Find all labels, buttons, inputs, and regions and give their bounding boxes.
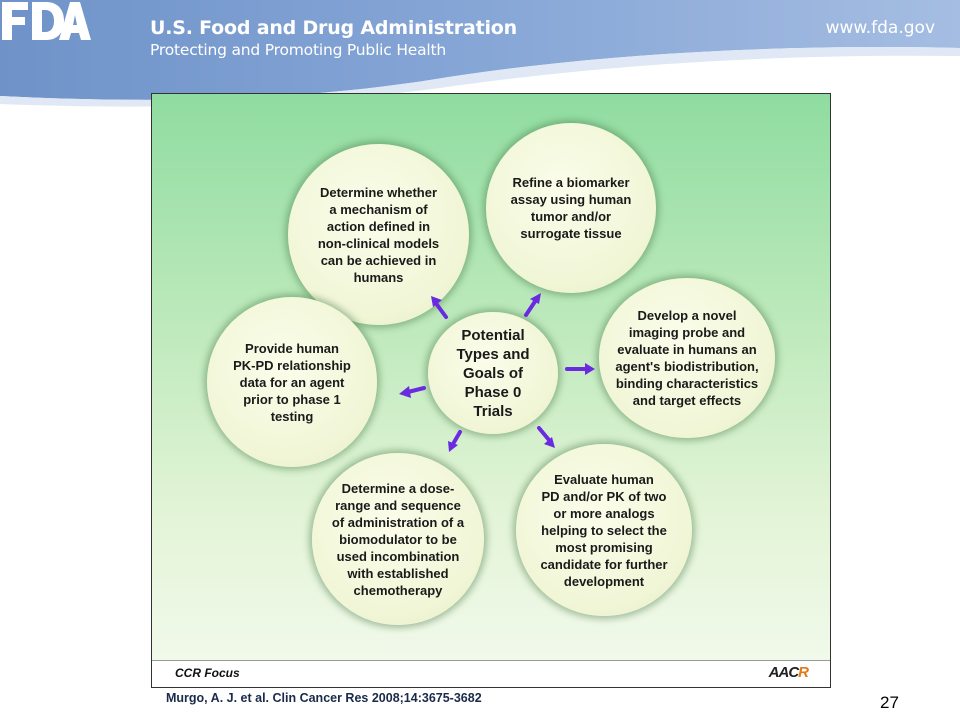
- agency-tagline: Protecting and Promoting Public Health: [150, 41, 447, 59]
- phase0-figure: Determine whether a mechanism of action …: [151, 93, 831, 688]
- arrow-to-mechanism: [431, 296, 448, 319]
- citation: Murgo, A. J. et al. Clin Cancer Res 2008…: [166, 691, 482, 705]
- goal-text: Evaluate human PD and/or PK of two or mo…: [540, 471, 668, 589]
- header-banner: U.S. Food and Drug Administration Protec…: [0, 0, 960, 110]
- goal-bubble-analogs: Evaluate human PD and/or PK of two or mo…: [516, 444, 692, 616]
- figure-footer: CCR Focus AACR: [152, 660, 830, 687]
- arrow-to-dose-range: [448, 430, 462, 452]
- goal-bubble-pkpd: Provide human PK-PD relationship data fo…: [207, 297, 377, 467]
- journal-label: CCR Focus: [175, 666, 240, 680]
- goal-bubble-dose-range: Determine a dose- range and sequence of …: [312, 453, 484, 625]
- fda-logo: [2, 2, 91, 40]
- arrow-to-pkpd: [399, 386, 426, 398]
- agency-name: U.S. Food and Drug Administration: [150, 17, 517, 39]
- page-number: 27: [880, 693, 899, 712]
- goal-text: Determine whether a mechanism of action …: [317, 184, 440, 285]
- publisher-logo-accent: R: [798, 664, 809, 681]
- goal-bubble-imaging: Develop a novel imaging probe and evalua…: [599, 278, 775, 438]
- center-bubble: Potential Types and Goals of Phase 0 Tri…: [428, 312, 558, 434]
- goal-text: Refine a biomarker assay using human tum…: [510, 175, 632, 241]
- publisher-logo: AACR: [768, 664, 809, 681]
- arrow-to-analogs: [537, 426, 555, 448]
- center-title: Potential Types and Goals of Phase 0 Tri…: [456, 326, 530, 420]
- banner-wave: [0, 0, 960, 107]
- website-url[interactable]: www.fda.gov: [825, 18, 935, 38]
- goal-bubble-mechanism: Determine whether a mechanism of action …: [288, 144, 469, 325]
- goal-text: Determine a dose- range and sequence of …: [331, 480, 465, 598]
- goal-bubble-biomarker: Refine a biomarker assay using human tum…: [486, 123, 656, 293]
- goal-text: Provide human PK-PD relationship data fo…: [233, 340, 351, 424]
- arrow-to-imaging: [565, 363, 595, 375]
- arrow-to-biomarker: [524, 293, 541, 317]
- goal-text: Develop a novel imaging probe and evalua…: [615, 308, 759, 408]
- publisher-logo-main: AAC: [768, 664, 799, 681]
